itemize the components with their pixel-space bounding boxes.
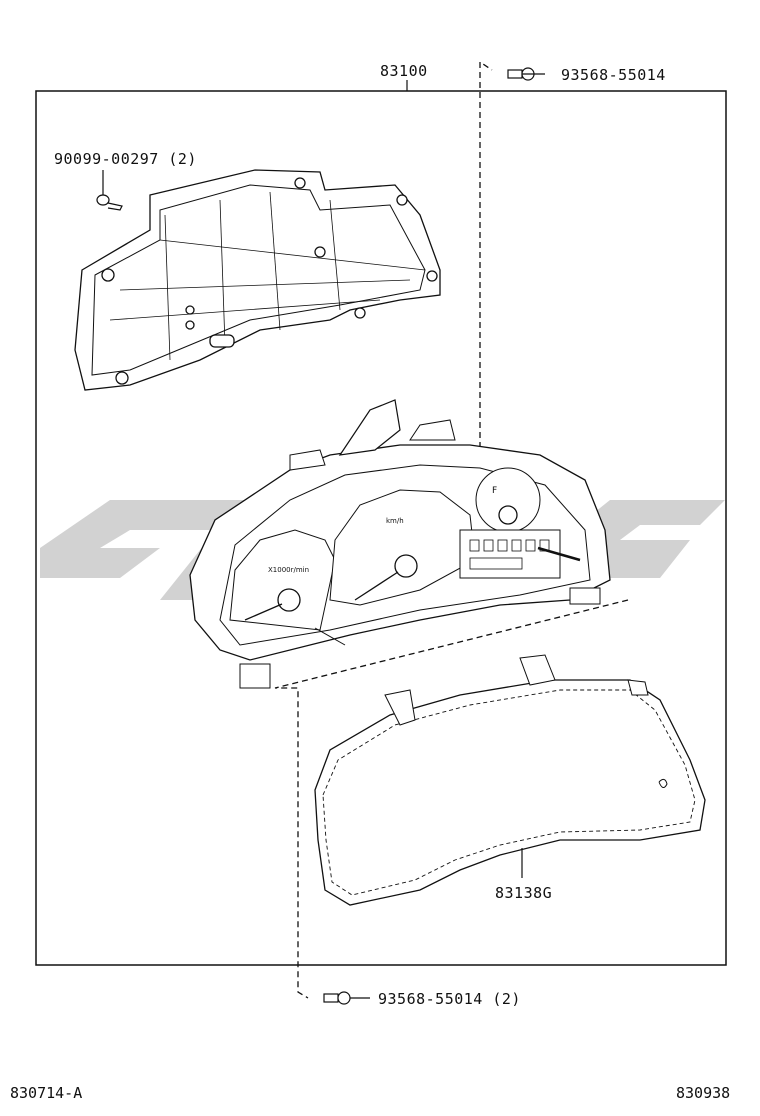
top-screw-icon: [507, 67, 545, 81]
part-label-housing-screw: 90099-00297 (2): [54, 150, 197, 168]
bottom-screw-icon: [323, 991, 370, 1005]
fuel-mark-text: F: [492, 486, 497, 496]
meter-assembly: [189, 399, 611, 689]
part-label-top-screw: 93568-55014: [561, 66, 666, 84]
top-screw-dashed-leader: [479, 60, 493, 478]
indicator-panel: [459, 529, 561, 579]
assembly-frame: [35, 90, 727, 966]
tach-unit-text: X1000r/min: [268, 566, 309, 574]
meter-lens: [314, 654, 706, 906]
left-screw-icon: [96, 170, 123, 211]
speedometer-dial: [329, 489, 476, 606]
back-housing: [74, 169, 441, 391]
part-label-assembly: 83100: [380, 62, 428, 80]
part-label-bottom-screw: 93568-55014 (2): [378, 990, 521, 1008]
speedo-unit-text: km/h: [386, 517, 404, 525]
bottom-screw-dashed-leader: [274, 599, 629, 999]
part-label-lens: 83138G: [495, 884, 553, 902]
footer-left-code: 830714-A: [10, 1084, 83, 1102]
footer-right-code: 830938: [676, 1084, 731, 1102]
tachometer-dial: [229, 529, 336, 631]
